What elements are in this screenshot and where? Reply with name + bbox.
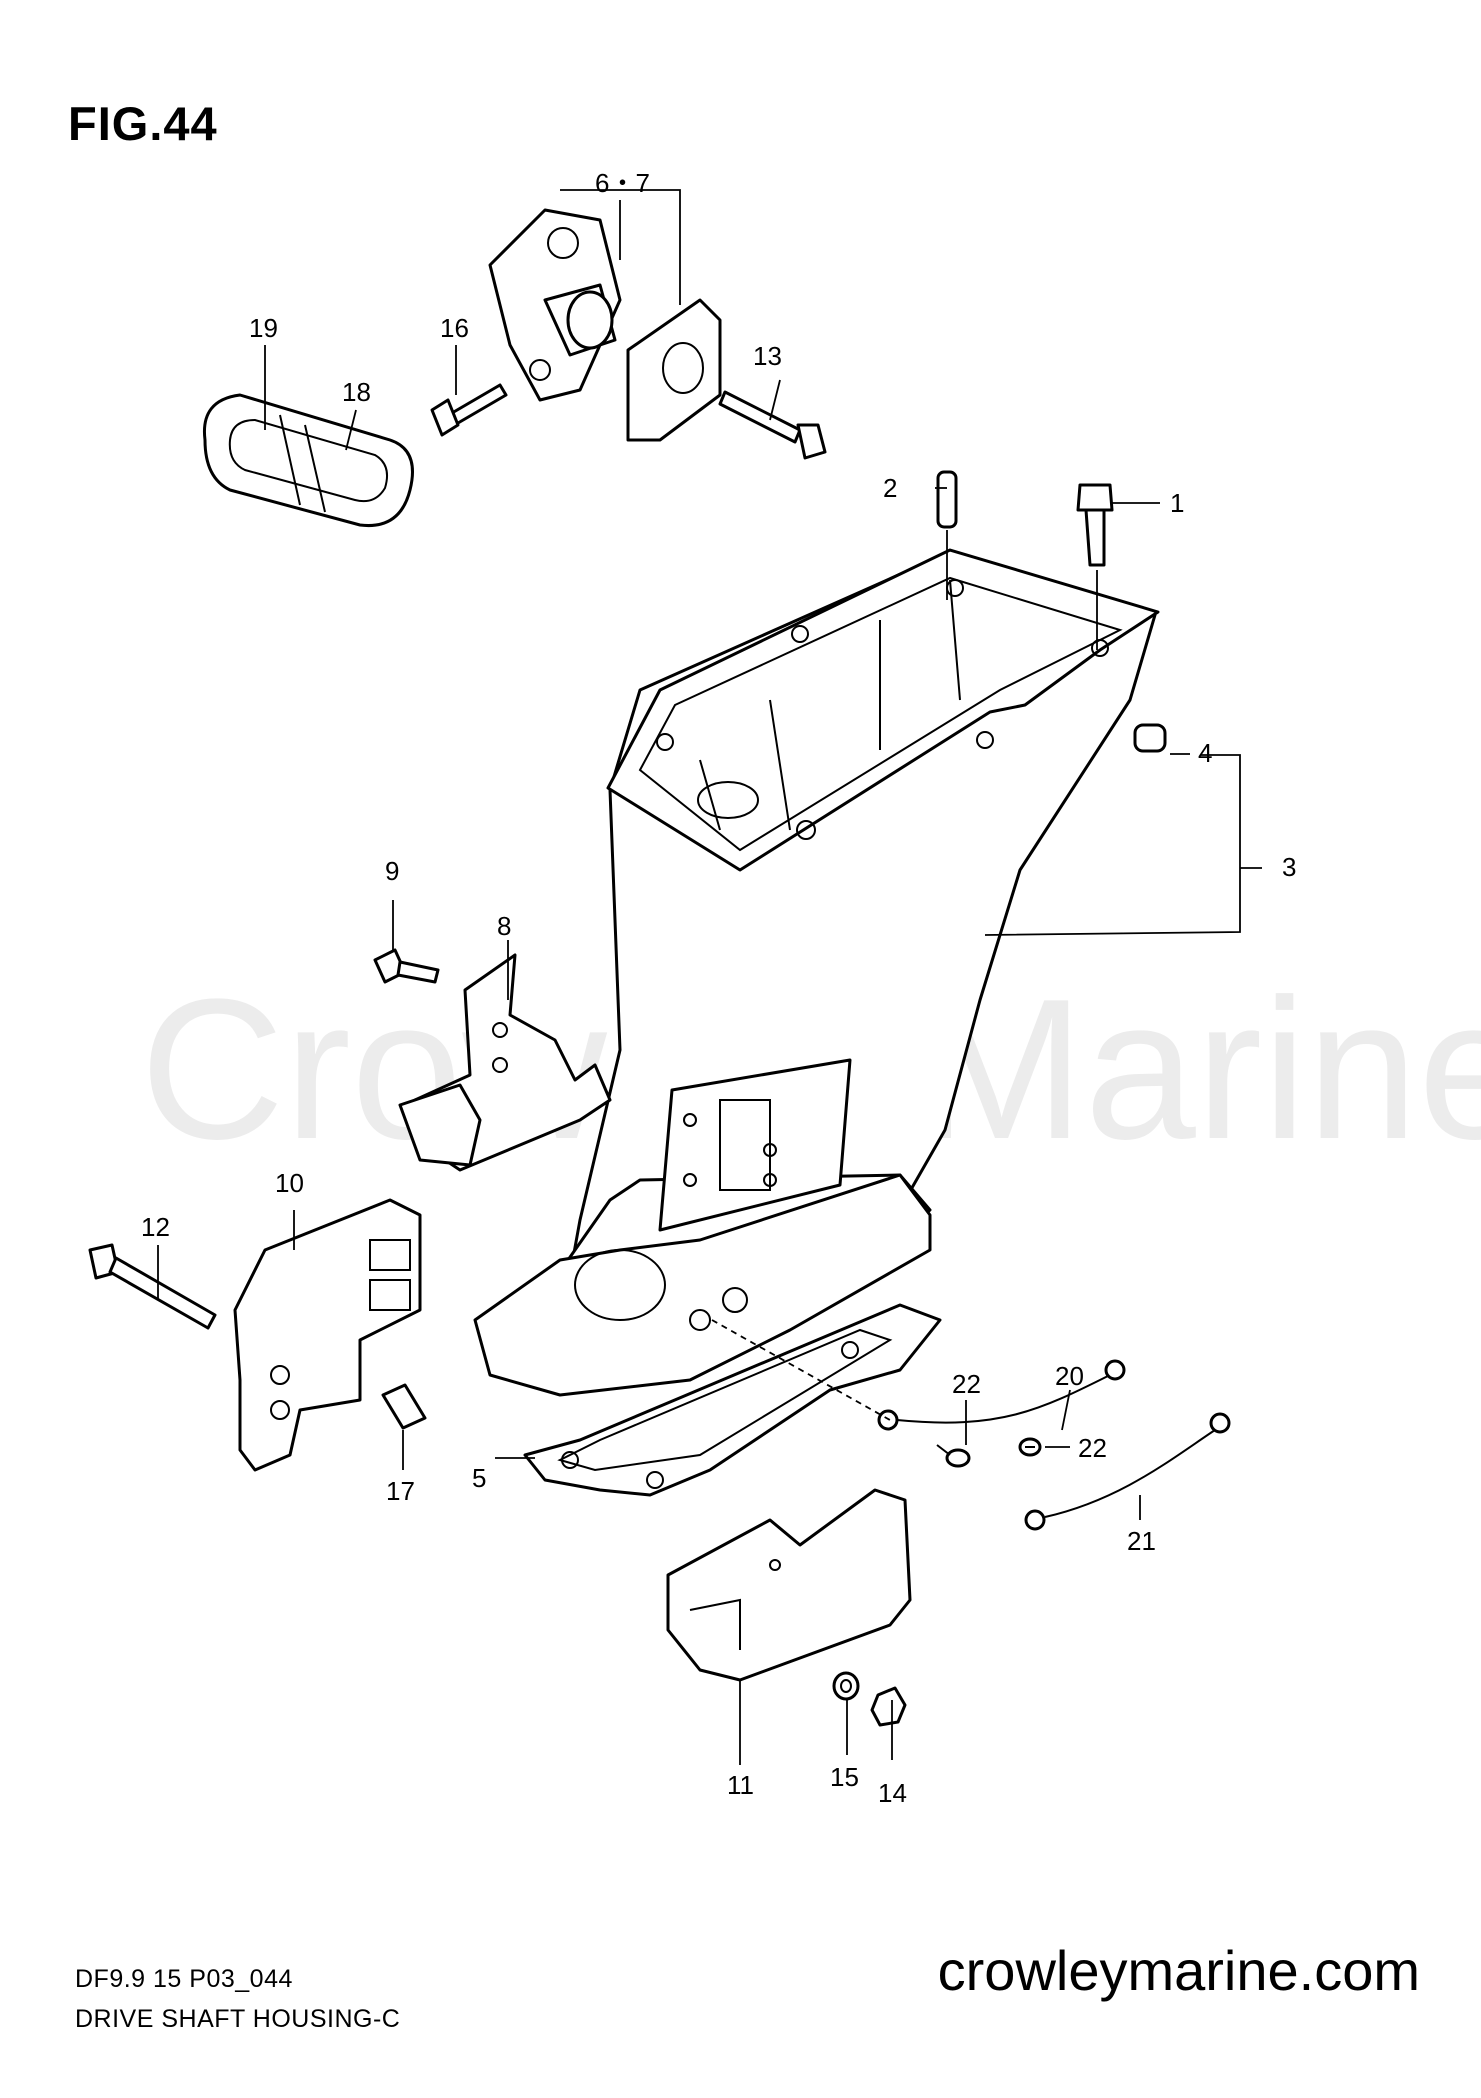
housing-gasket xyxy=(523,1303,942,1497)
callout-1: 1 xyxy=(1170,488,1184,518)
callout-21: 21 xyxy=(1127,1526,1156,1556)
callout-3: 3 xyxy=(1282,852,1296,882)
washer-15 xyxy=(832,1671,860,1701)
dowel-pin xyxy=(936,470,958,529)
callout-15: 15 xyxy=(830,1762,859,1792)
ground-wire-20 xyxy=(877,1359,1126,1431)
callout-6-7: 6・7 xyxy=(595,168,650,198)
leader-lines xyxy=(157,189,1262,1765)
callout-8: 8 xyxy=(497,911,511,941)
callout-2: 2 xyxy=(883,473,897,503)
collar-17 xyxy=(381,1383,427,1430)
callout-16: 16 xyxy=(440,313,469,343)
cover-11 xyxy=(666,1488,912,1682)
callout-22-upper: 22 xyxy=(952,1369,981,1399)
screw-22-b xyxy=(1018,1437,1042,1457)
callout-4: 4 xyxy=(1198,738,1212,768)
screw-22-a xyxy=(936,1444,971,1468)
website-label: crowleymarine.com xyxy=(937,1939,1420,2002)
model-code: DF9.9 15 P03_044 xyxy=(75,1965,293,1993)
bolt-12 xyxy=(88,1243,217,1330)
callout-19: 19 xyxy=(249,313,278,343)
bolt-13 xyxy=(718,390,827,460)
grommet xyxy=(202,393,414,528)
callout-22-lower: 22 xyxy=(1078,1433,1107,1463)
callout-11: 11 xyxy=(727,1770,754,1800)
callout-20: 20 xyxy=(1055,1361,1084,1391)
plug-4 xyxy=(1133,723,1167,753)
bolt-9 xyxy=(373,948,440,984)
upper-mount xyxy=(488,208,722,442)
callout-13: 13 xyxy=(753,341,782,371)
callout-17: 17 xyxy=(386,1476,415,1506)
diagram-caption: DRIVE SHAFT HOUSING-C xyxy=(75,2005,401,2033)
bracket-8 xyxy=(398,953,612,1172)
clamp-10 xyxy=(233,1198,422,1472)
ground-wire-21 xyxy=(1024,1412,1231,1531)
callout-14: 14 xyxy=(878,1778,907,1808)
bolt-16 xyxy=(430,383,508,437)
callout-labels: 1 2 3 4 5 6・7 8 9 10 11 12 13 14 15 16 1… xyxy=(141,168,1296,1808)
drive-shaft-housing xyxy=(473,548,1160,1397)
callout-18: 18 xyxy=(342,377,371,407)
bolt-1 xyxy=(1076,483,1114,650)
callout-5: 5 xyxy=(472,1463,486,1493)
nut-14 xyxy=(870,1686,907,1727)
callout-9: 9 xyxy=(385,856,399,886)
figure-title: FIG.44 xyxy=(68,97,218,150)
callout-10: 10 xyxy=(275,1168,304,1198)
callout-12: 12 xyxy=(141,1212,170,1242)
